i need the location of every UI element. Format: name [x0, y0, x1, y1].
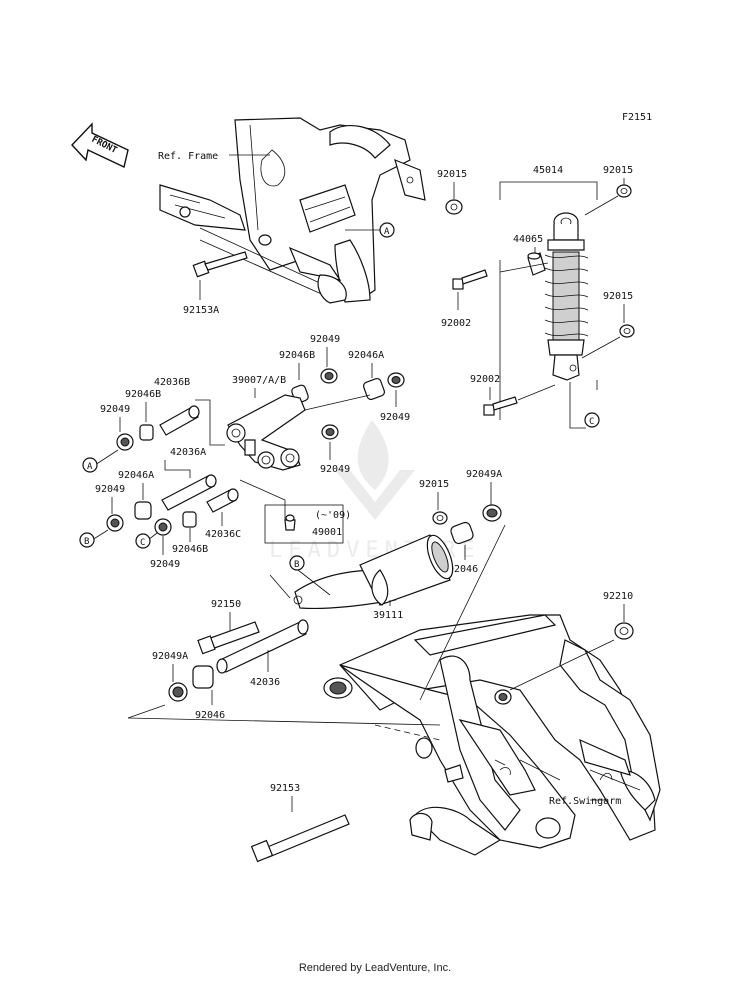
- callout-a-left: A: [82, 449, 119, 473]
- svg-text:A: A: [87, 462, 93, 472]
- part-92015-shock-top[interactable]: 92015: [603, 165, 633, 176]
- part-92015-frame-nut[interactable]: 92015: [437, 169, 467, 180]
- bolt-92150: [197, 621, 260, 655]
- sleeve-42036: [216, 619, 309, 674]
- sleeve-42036B: [159, 405, 200, 436]
- bearing-92046A-top: [362, 377, 386, 401]
- pivot-bolt-92153: [250, 814, 350, 863]
- part-92046B-top[interactable]: 92046B: [279, 350, 315, 361]
- shock-absorber-45014: [544, 212, 589, 381]
- svg-text:B: B: [84, 537, 89, 547]
- figure-code: F2151: [622, 112, 652, 123]
- part-92046A-left[interactable]: 92046A: [118, 470, 154, 481]
- nut-92015-shock-bottom: [619, 324, 635, 338]
- part-92046A-top[interactable]: 92046A: [348, 350, 384, 361]
- ref-swingarm-label: Ref.Swingarm: [549, 796, 621, 807]
- part-42036B[interactable]: 42036B: [154, 377, 190, 388]
- bolt-92002-bottom: [483, 396, 518, 416]
- nut-92015-pullrod: [432, 511, 448, 525]
- seal-92049-b: [106, 514, 124, 532]
- bearing-92046B-low: [182, 511, 197, 528]
- part-92049-left[interactable]: 92049: [100, 404, 130, 415]
- svg-text:B: B: [294, 560, 299, 570]
- part-92046-low[interactable]: 92046: [195, 710, 225, 721]
- seal-92049A-top: [482, 504, 502, 522]
- part-92046B-left[interactable]: 92046B: [125, 389, 161, 400]
- callout-a-frame: A: [345, 222, 395, 238]
- part-92046-right[interactable]: 92046: [448, 564, 478, 575]
- ref-frame-label: Ref. Frame: [158, 151, 218, 162]
- nut-92015-frame: [445, 199, 463, 215]
- seal-92049-top: [320, 368, 338, 384]
- part-92153A[interactable]: 92153A: [183, 305, 219, 316]
- grease-nipple-49001: [284, 514, 296, 531]
- part-39111[interactable]: 39111: [373, 610, 403, 621]
- swingarm-illustration: [323, 614, 661, 856]
- part-39007[interactable]: 39007/A/B: [232, 375, 286, 386]
- part-42036C[interactable]: 42036C: [205, 529, 241, 540]
- part-92049-b[interactable]: 92049: [95, 484, 125, 495]
- frame-illustration: [159, 117, 426, 304]
- sleeve-42036C: [206, 488, 239, 513]
- part-44065[interactable]: 44065: [513, 234, 543, 245]
- bolt-92002-top: [452, 269, 488, 290]
- part-92049-mid[interactable]: 92049: [320, 464, 350, 475]
- part-92002-bottom[interactable]: 92002: [470, 374, 500, 385]
- part-92210[interactable]: 92210: [603, 591, 633, 602]
- pivot-collar: [415, 737, 433, 759]
- part-92015-shock-bottom[interactable]: 92015: [603, 291, 633, 302]
- part-42036A[interactable]: 42036A: [170, 447, 206, 458]
- seal-92049-mid: [321, 424, 339, 440]
- rocker-arm-39007: [226, 394, 306, 471]
- nut-92015-shock-top: [616, 184, 632, 198]
- nut-92210: [614, 622, 634, 640]
- part-45014[interactable]: 45014: [533, 165, 563, 176]
- callout-b-left: B: [79, 529, 109, 548]
- seal-92049-left: [116, 433, 134, 451]
- footer-credit: Rendered by LeadVenture, Inc.: [298, 962, 452, 974]
- leadventure-watermark: LEADVENTURE: [269, 420, 475, 563]
- part-92049A-low[interactable]: 92049A: [152, 651, 188, 662]
- callout-c-left: C: [135, 532, 158, 549]
- collar-44065: [527, 252, 546, 276]
- front-direction-arrow: FRONT: [71, 122, 129, 169]
- bearing-92046A-left: [134, 501, 152, 520]
- part-92046B-low[interactable]: 92046B: [172, 544, 208, 555]
- part-42036[interactable]: 42036: [250, 677, 280, 688]
- callout-c-shock: C: [569, 382, 600, 429]
- part-49001[interactable]: 49001: [312, 527, 342, 538]
- year-note: (~'09): [315, 510, 351, 521]
- part-92153[interactable]: 92153: [270, 783, 300, 794]
- svg-text:A: A: [384, 227, 390, 237]
- seal-92049A-low: [168, 682, 188, 702]
- part-92049-c[interactable]: 92049: [150, 559, 180, 570]
- callout-b-pullrod: B: [289, 555, 331, 596]
- part-92015-pullrod[interactable]: 92015: [419, 479, 449, 490]
- pull-rod-39111: [293, 534, 454, 610]
- seal-92049-right: [387, 372, 405, 388]
- part-92049-right[interactable]: 92049: [380, 412, 410, 423]
- svg-text:C: C: [140, 538, 145, 548]
- bearing-92046-right: [450, 521, 474, 545]
- bearing-92046B-left: [139, 424, 154, 441]
- svg-text:C: C: [589, 417, 594, 427]
- seal-92049-c: [154, 518, 172, 536]
- bolt-92153A: [192, 251, 248, 278]
- part-92002-top[interactable]: 92002: [441, 318, 471, 329]
- bearing-92046-low: [192, 665, 214, 689]
- sleeve-42036A: [161, 474, 217, 511]
- part-92049-top[interactable]: 92049: [310, 334, 340, 345]
- part-92049A-top[interactable]: 92049A: [466, 469, 502, 480]
- part-92150[interactable]: 92150: [211, 599, 241, 610]
